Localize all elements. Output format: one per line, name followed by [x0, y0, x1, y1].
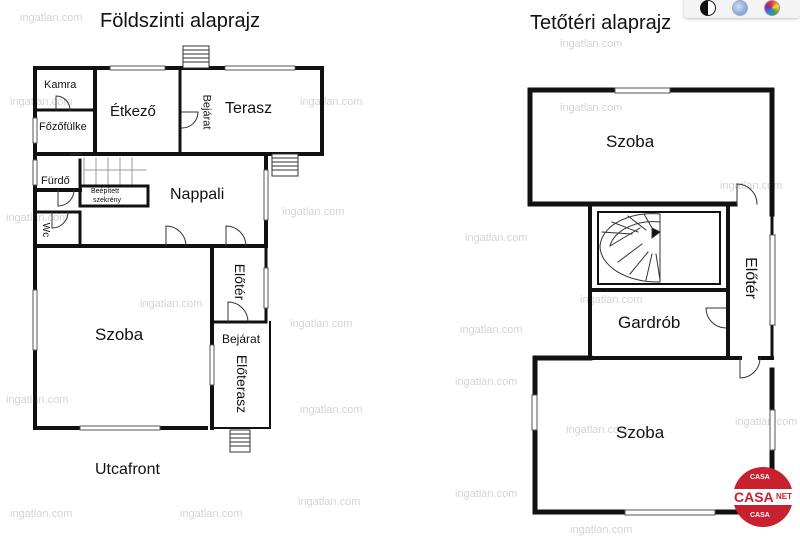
room-label-szekreny: szekrény — [93, 197, 122, 204]
room-label-szoba-attic-top: Szoba — [606, 132, 655, 151]
watermark-text: ingatlan.com — [300, 96, 363, 108]
ground-floor-title: Földszinti alaprajz — [100, 10, 261, 32]
logo-brand-text: CASA — [734, 489, 774, 505]
room-label-fozofulke: Főzőfülke — [39, 121, 87, 133]
room-label-terasz: Terasz — [225, 100, 273, 117]
room-label-eloter-ground: Előtér — [232, 263, 248, 301]
ground-floor-windows — [32, 65, 296, 431]
ground-floor-stairs — [83, 45, 299, 453]
room-label-nappali: Nappali — [170, 186, 225, 203]
watermark-text: ingatlan.com — [455, 376, 518, 388]
watermark-text: ingatlan.com — [140, 298, 203, 310]
room-label-beepitett: Beépített — [91, 188, 120, 195]
room-label-bejarat-bottom: Bejárat — [222, 332, 261, 346]
watermark-text: ingatlan.com — [180, 508, 243, 520]
attic-floor-walls — [527, 87, 775, 515]
watermark-text: ingatlan.com — [298, 496, 361, 508]
logo-tagline-bottom: CASA — [750, 512, 770, 519]
watermark-text: ingatlan.com — [560, 102, 623, 114]
room-label-szoba-ground: Szoba — [95, 325, 144, 344]
watermark-text: ingatlan.com — [10, 508, 73, 520]
room-label-eloter-attic: Előtér — [742, 257, 759, 299]
watermark-text: ingatlan.com — [560, 38, 623, 50]
street-label: Utcafront — [95, 461, 160, 478]
attic-floor-title: Tetőtéri alaprajz — [530, 12, 672, 34]
watermark-text: ingatlan.com — [10, 96, 73, 108]
watermark-text: ingatlan.com — [6, 394, 69, 406]
color-wheel-icon[interactable] — [764, 0, 780, 16]
contrast-icon[interactable] — [700, 0, 716, 16]
watermark-text: ingatlan.com — [720, 180, 783, 192]
room-label-furdo: Fürdő — [41, 175, 70, 187]
room-label-bejarat-top: Bejárat — [200, 94, 213, 130]
room-label-eloterasz: Előterasz — [234, 354, 250, 414]
watermark-text: ingatlan.com — [465, 232, 528, 244]
watermark-text: ingatlan.com — [6, 212, 69, 224]
room-label-kamra: Kamra — [44, 79, 77, 91]
watermark-text: ingatlan.com — [300, 404, 363, 416]
watermark-text: ingatlan.com — [580, 294, 643, 306]
watermark-text: ingatlan.com — [20, 12, 83, 24]
room-label-szoba-attic-bottom: Szoba — [616, 423, 665, 442]
watermark-text: ingatlan.com — [570, 524, 633, 536]
room-label-wc: Wc — [40, 222, 51, 238]
room-label-etkezo: Étkező — [110, 103, 156, 120]
watermark-text: ingatlan.com — [460, 324, 523, 336]
drop-icon[interactable] — [732, 0, 748, 16]
attic-floor-windows — [531, 87, 776, 516]
casanet-logo: CASA NET CASA CASA — [728, 466, 798, 528]
image-toolbar — [684, 0, 800, 18]
room-label-gardrob: Gardrób — [618, 313, 681, 332]
watermark-text: ingatlan.com — [735, 416, 798, 428]
watermark-text: ingatlan.com — [455, 488, 518, 500]
watermark-text: ingatlan.com — [282, 206, 345, 218]
attic-spiral-stairs — [597, 211, 721, 285]
watermark-text: ingatlan.com — [290, 318, 353, 330]
ground-floor-doors — [51, 95, 249, 323]
logo-tagline-top: CASA — [750, 474, 770, 481]
logo-suffix-text: NET — [776, 492, 792, 501]
watermark-text: ingatlan.com — [566, 424, 629, 436]
logo-badge-graphic — [732, 467, 794, 527]
attic-floor-doors — [705, 183, 761, 379]
